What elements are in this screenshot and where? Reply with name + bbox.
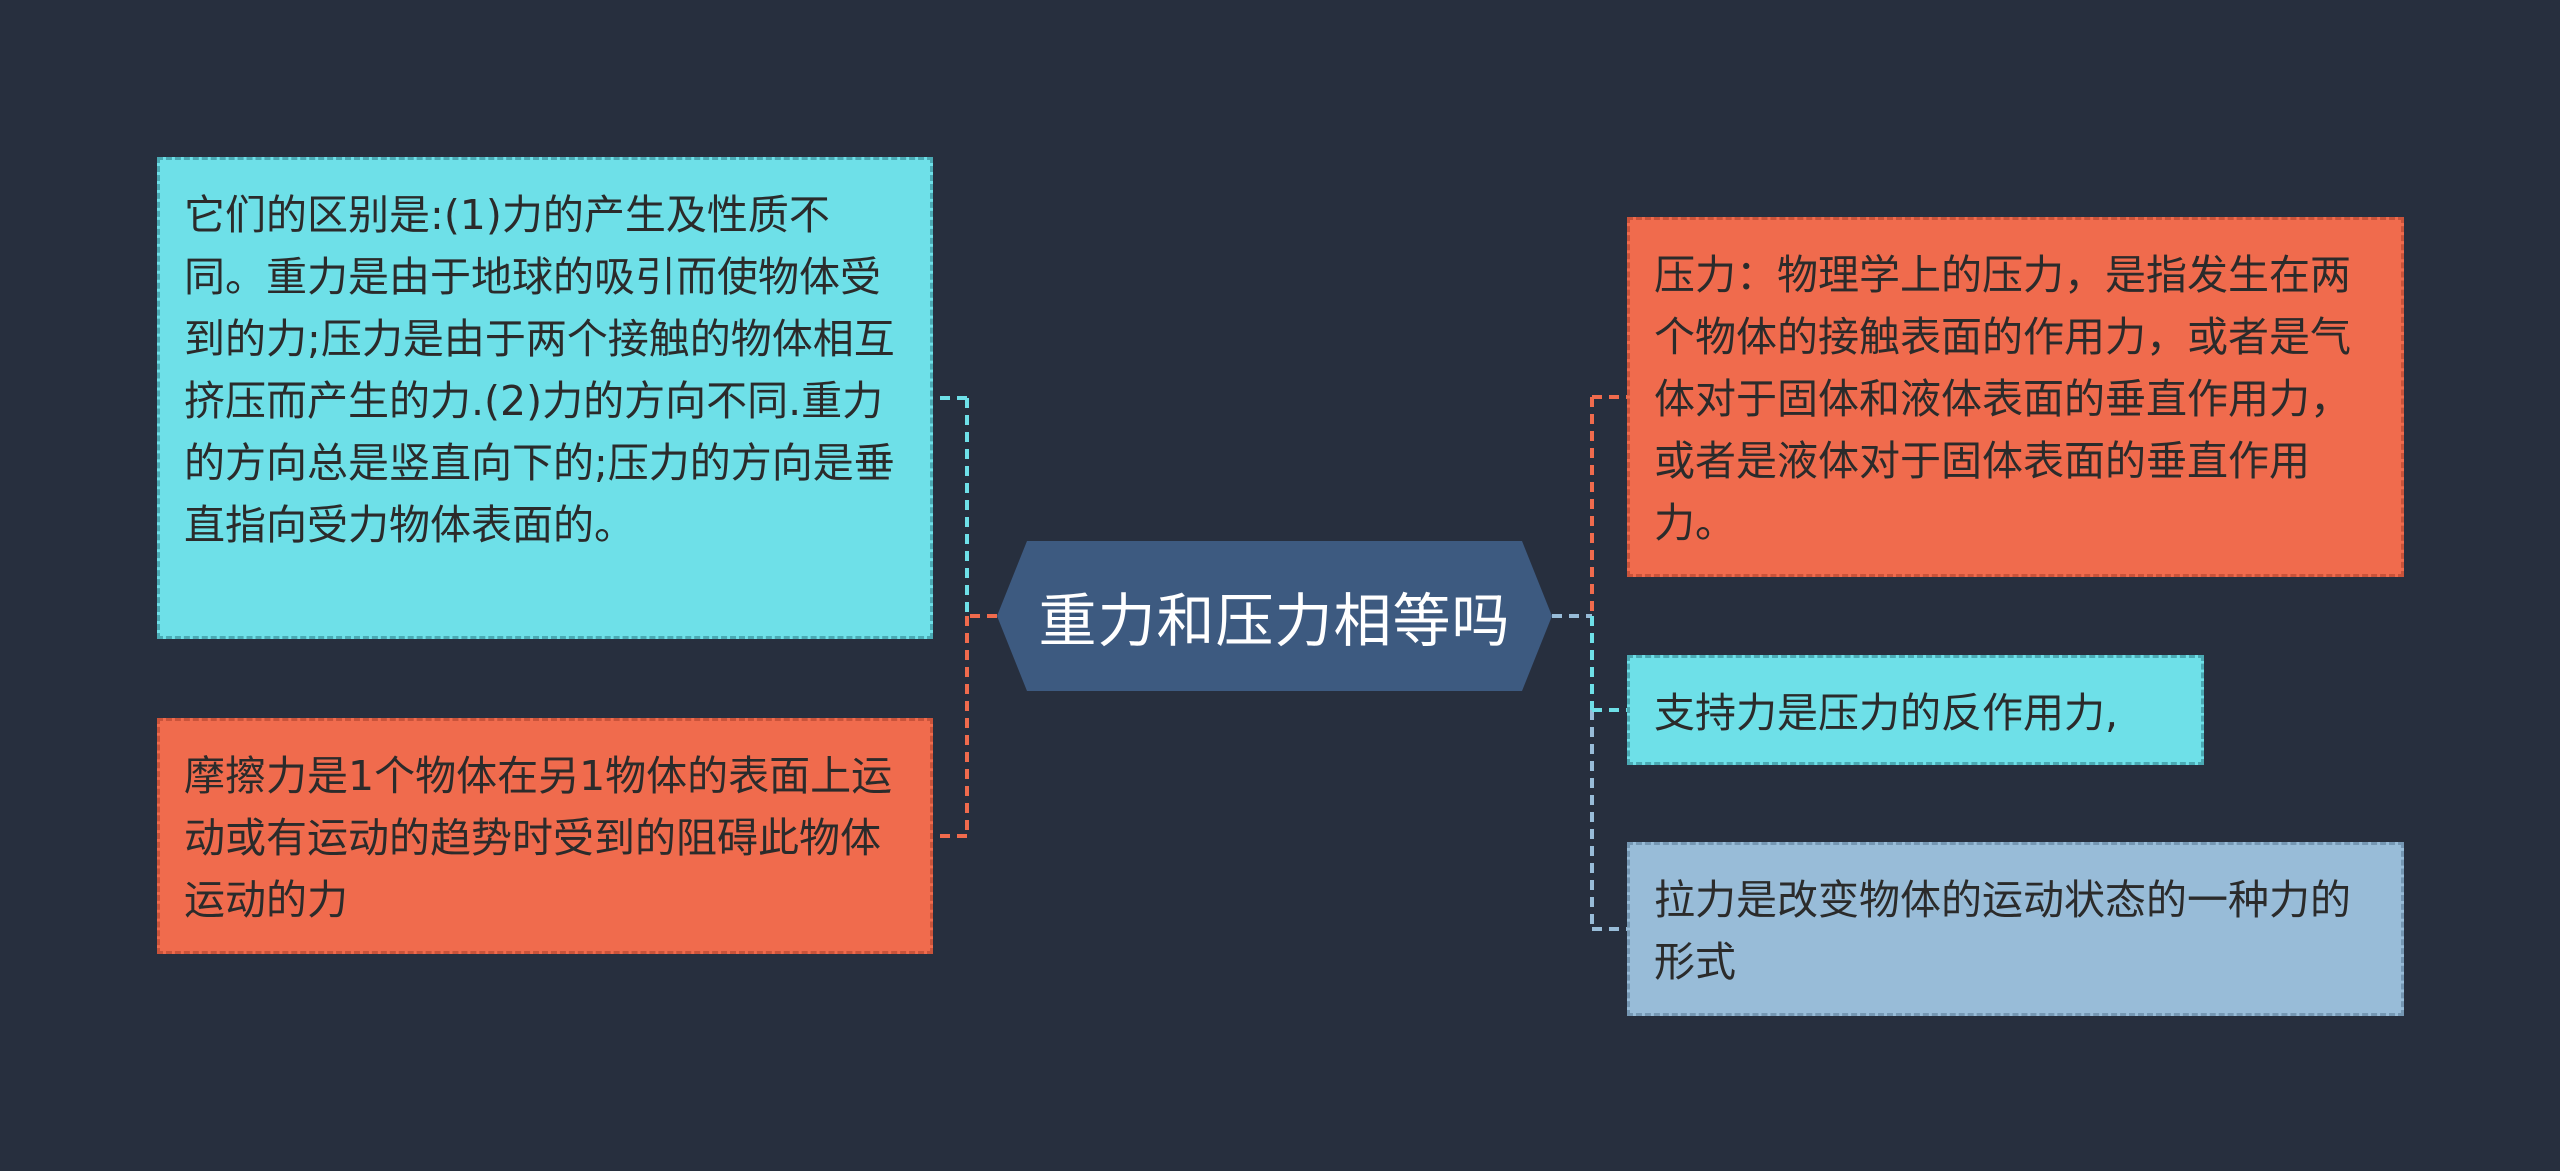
topic-node-tension[interactable]: 拉力是改变物体的运动状态的一种力的形式 (1627, 842, 2404, 1016)
topic-node-pressure[interactable]: 压力：物理学上的压力，是指发生在两个物体的接触表面的作用力，或者是气体对于固体和… (1627, 217, 2404, 577)
central-topic-label: 重力和压力相等吗 (1038, 587, 1511, 655)
topic-node-difference-text: 它们的区别是:(1)力的产生及性质不同。重力是由于地球的吸引而使物体受到的力;压… (184, 191, 895, 549)
topic-node-tension-text: 拉力是改变物体的运动状态的一种力的形式 (1654, 876, 2351, 986)
central-topic-shape (997, 541, 1552, 691)
topic-node-support-force[interactable]: 支持力是压力的反作用力, (1627, 655, 2204, 765)
topic-node-pressure-text: 压力：物理学上的压力，是指发生在两个物体的接触表面的作用力，或者是气体对于固体和… (1654, 251, 2351, 547)
central-topic[interactable]: 重力和压力相等吗 (997, 541, 1552, 691)
topic-node-friction[interactable]: 摩擦力是1个物体在另1物体的表面上运动或有运动的趋势时受到的阻碍此物体运动的力 (157, 718, 933, 954)
topic-node-friction-text: 摩擦力是1个物体在另1物体的表面上运动或有运动的趋势时受到的阻碍此物体运动的力 (184, 752, 893, 924)
topic-node-support-force-text: 支持力是压力的反作用力, (1654, 689, 2119, 737)
topic-node-difference[interactable]: 它们的区别是:(1)力的产生及性质不同。重力是由于地球的吸引而使物体受到的力;压… (157, 157, 933, 639)
